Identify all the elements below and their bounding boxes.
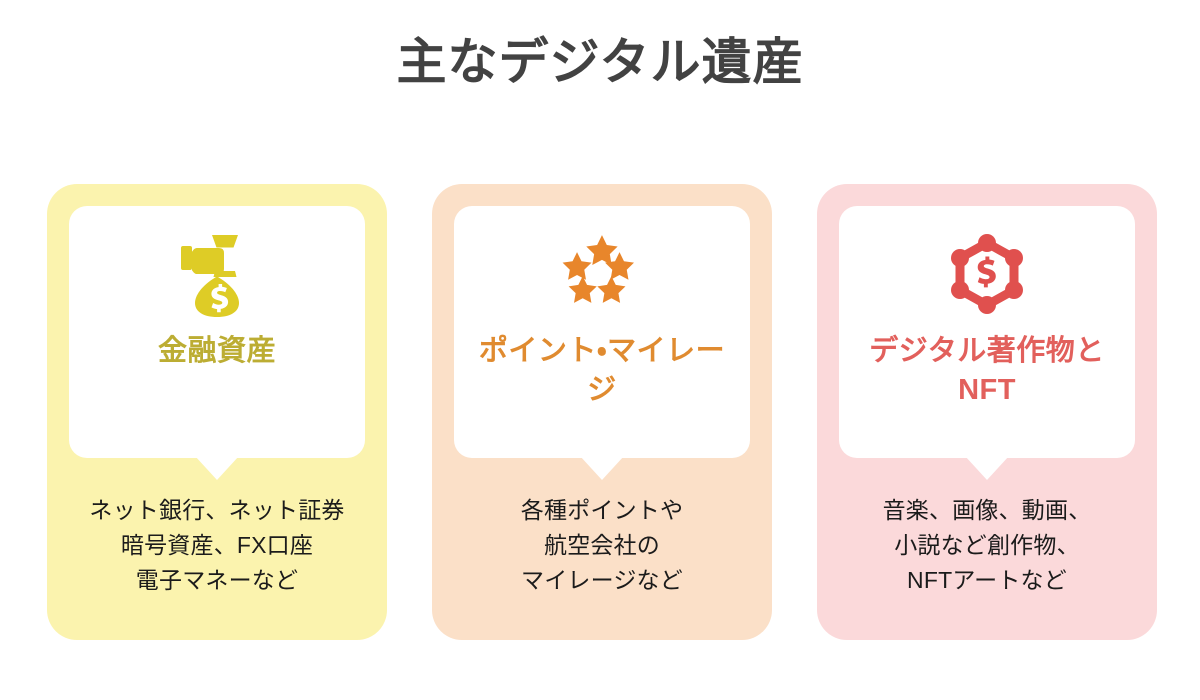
description-line: NFTアートなど xyxy=(907,567,1067,594)
nft-token-icon xyxy=(939,232,1035,318)
card-bubble: デジタル著作物とNFT xyxy=(839,206,1135,458)
money-bag-icon xyxy=(169,232,265,318)
description-line: 電子マネーなど xyxy=(135,567,299,594)
description-line: 各種ポイントや xyxy=(520,497,684,524)
card-description: ネット銀行、ネット証券 暗号資産、FX口座 電子マネーなど xyxy=(47,493,387,598)
card-financial-assets[interactable]: 金融資産 ネット銀行、ネット証券 暗号資産、FX口座 電子マネーなど xyxy=(47,184,387,640)
card-points-mileage[interactable]: ポイント・マイレージ 各種ポイントや 航空会社の マイレージなど xyxy=(432,184,772,640)
description-line: 暗号資産、FX口座 xyxy=(120,532,314,559)
card-bubble: 金融資産 xyxy=(69,206,365,458)
five-stars-icon xyxy=(554,232,650,318)
card-bubble: ポイント・マイレージ xyxy=(454,206,750,458)
card-description: 音楽、画像、動画、 小説など創作物、 NFTアートなど xyxy=(817,493,1157,598)
description-line: 航空会社の xyxy=(544,532,660,559)
card-title: デジタル著作物とNFT xyxy=(869,335,1105,407)
description-line: 小説など創作物、 xyxy=(894,532,1080,559)
card-title: 金融資産 xyxy=(157,335,276,367)
card-description: 各種ポイントや 航空会社の マイレージなど xyxy=(432,493,772,598)
card-list: 金融資産 ネット銀行、ネット証券 暗号資産、FX口座 電子マネーなど xyxy=(47,184,1157,640)
card-digital-works-nft[interactable]: デジタル著作物とNFT 音楽、画像、動画、 小説など創作物、 NFTアートなど xyxy=(817,184,1157,640)
description-line: ネット銀行、ネット証券 xyxy=(89,497,345,524)
description-line: 音楽、画像、動画、 xyxy=(882,497,1092,524)
description-line: マイレージなど xyxy=(521,567,683,594)
card-title: ポイント・マイレージ xyxy=(478,335,726,407)
page-title: 主なデジタル遺産 xyxy=(396,34,804,90)
